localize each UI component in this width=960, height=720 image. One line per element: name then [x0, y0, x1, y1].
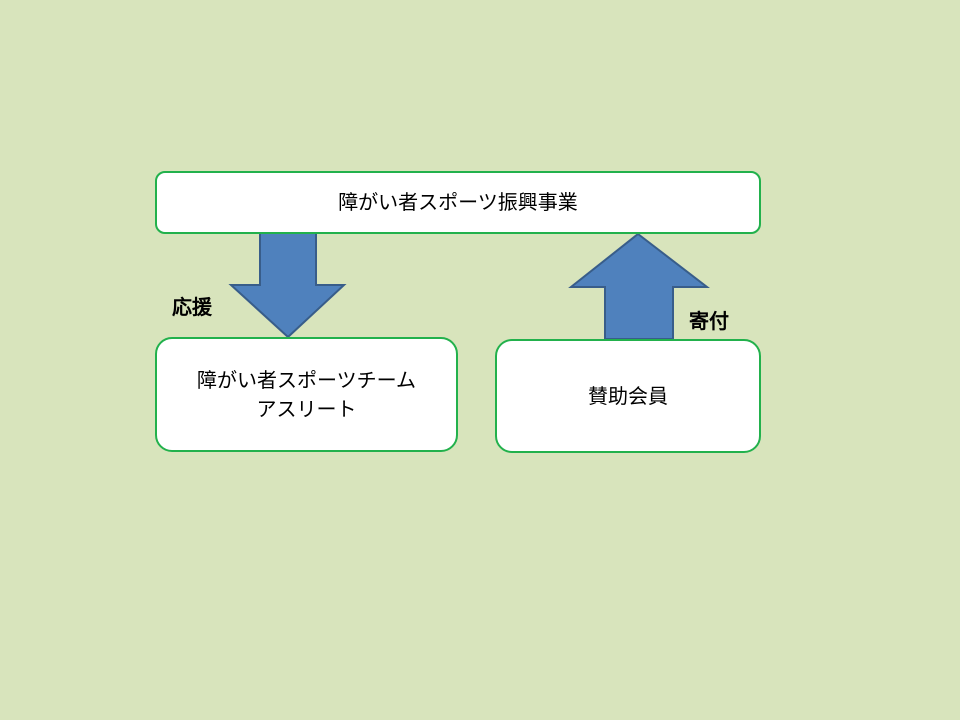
athletes-box-line2: アスリート — [256, 396, 357, 421]
down-arrow-shape — [228, 231, 347, 339]
athletes-box-content: 障がい者スポーツチーム アスリート — [197, 366, 416, 424]
supporting-members-box-text: 賛助会員 — [588, 383, 668, 408]
program-box: 障がい者スポーツ振興事業 — [155, 171, 761, 234]
up-arrow-shape — [568, 232, 710, 340]
athletes-box-line1: 障がい者スポーツチーム — [197, 367, 416, 392]
athletes-box: 障がい者スポーツチーム アスリート — [155, 337, 458, 452]
supporting-members-box: 賛助会員 — [495, 339, 761, 453]
program-box-text: 障がい者スポーツ振興事業 — [338, 190, 578, 214]
donation-arrow-label: 寄付 — [689, 309, 729, 333]
support-arrow-label: 応援 — [172, 295, 212, 319]
